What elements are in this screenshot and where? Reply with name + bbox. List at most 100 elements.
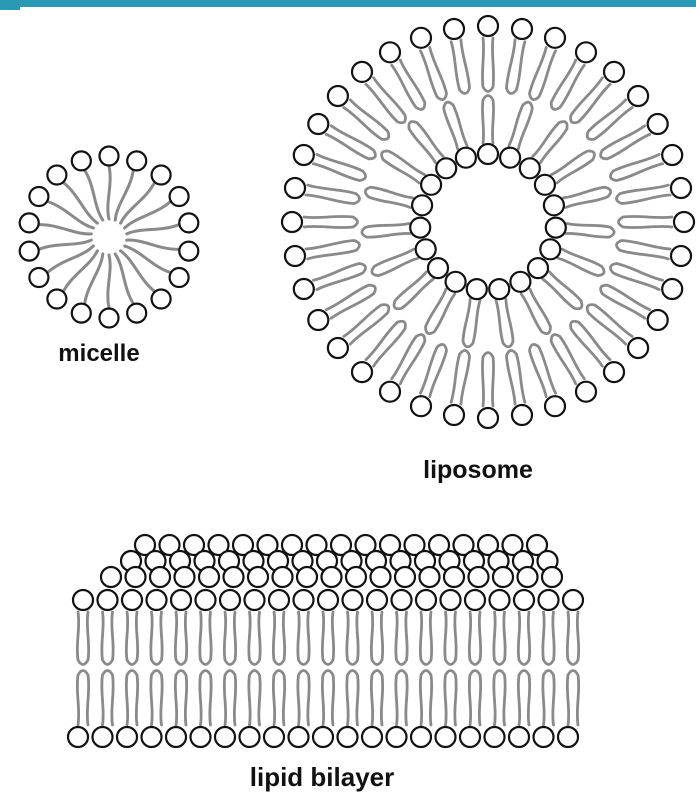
lipid-head [147,590,167,610]
lower-leaflet-tail [396,671,407,726]
lipid-head [152,290,171,309]
inner-leaflet-tail [482,96,493,144]
lipid-head [469,567,489,587]
inner-leaflet-tail [463,299,480,347]
lipid-head [297,567,317,587]
outer-leaflet-tail [451,40,469,94]
outer-leaflet-tail [616,185,670,203]
lipid-head [338,727,358,747]
outer-leaflet-tail [306,241,360,259]
lipid-head [248,567,268,587]
outer-leaflet-tail [306,185,360,203]
outer-leaflet-tail [420,47,446,99]
outer-leaflet-tail [326,126,375,159]
lipid-head [446,272,466,292]
lipid-head [411,28,431,48]
lipid-head [122,590,142,610]
lipid-head [294,279,314,299]
lipid-head [648,114,668,134]
lower-leaflet-tail [175,671,186,726]
lower-leaflet-tail [322,671,333,726]
lipid-head [420,567,440,587]
lipid-head [101,567,121,587]
lower-leaflet-tail [298,671,309,726]
lipid-head [93,727,113,747]
lipid-head [674,212,694,232]
lipid-tail [85,254,103,304]
lipid-head [428,258,448,278]
lipid-head [500,148,520,168]
upper-leaflet-tail [249,612,260,665]
lipid-head [72,304,91,323]
upper-leaflet-tail [396,612,407,665]
lipid-head [518,567,538,587]
lipid-head [199,567,219,587]
lipid-head [285,178,305,198]
lipid-head [456,148,476,168]
upper-leaflet-tail [273,612,284,665]
outer-leaflet-tail [610,264,662,290]
upper-leaflet-tail [224,612,235,665]
upper-leaflet-tail [151,612,162,665]
lipid-head [444,405,464,425]
lower-leaflet-tail [445,671,456,726]
outer-leaflet-tail [304,216,358,227]
lipid-head [170,187,189,206]
lower-leaflet-tail [151,671,162,726]
lipid-head [510,272,530,292]
inner-leaflet-tail [394,272,433,309]
lipid-head [563,590,583,610]
lower-leaflet-tail [543,671,554,726]
lipid-head [289,727,309,747]
lipid-head [465,590,485,610]
lower-leaflet-tail [224,671,235,726]
lipid-head [662,279,682,299]
upper-leaflet-tail [543,612,554,665]
liposome-label: liposome [423,456,533,485]
lower-leaflet-tail [347,671,358,726]
lipid-head [416,239,436,259]
lipid-head [576,42,596,62]
lipid-head [460,727,480,747]
lower-leaflet-tail [249,671,260,726]
micelle-structure [20,147,199,328]
lipid-head [387,727,407,747]
lipid-head [441,590,461,610]
lipid-head [179,242,198,261]
lipid-head [520,158,540,178]
lipid-head [318,590,338,610]
upper-leaflet-tail [420,612,431,665]
lipid-tail [39,240,91,249]
outer-leaflet-tail [530,47,556,99]
inner-leaflet-tail [496,299,513,347]
lipid-head [215,727,235,747]
upper-leaflet-tail [518,612,529,665]
lipid-head [322,567,342,587]
lipid-head [489,279,509,299]
inner-leaflet-tail [382,151,425,183]
inner-leaflet-tail [566,224,614,238]
lipid-head [546,218,566,238]
lower-leaflet-tail [77,671,88,726]
lipid-head [509,727,529,747]
lipid-head [671,246,691,266]
lower-leaflet-tail [102,671,113,726]
lipid-tail [127,240,179,249]
liposome-structure [282,16,694,428]
lipid-head [179,213,198,232]
lipid-head [117,727,137,747]
outer-leaflet-tail [313,264,365,290]
lipid-tail [48,202,94,229]
outer-leaflet-tail [616,241,670,259]
lipid-head [371,567,391,587]
lipid-head [72,151,91,170]
upper-leaflet-tail [175,612,186,665]
lipid-tail [115,170,133,220]
lipid-head [535,175,555,195]
lipid-head [191,727,211,747]
lipid-head [671,178,691,198]
lipid-tail [108,166,110,219]
lipid-head [20,242,39,261]
outer-leaflet-tail [313,154,365,180]
lipid-head [444,567,464,587]
